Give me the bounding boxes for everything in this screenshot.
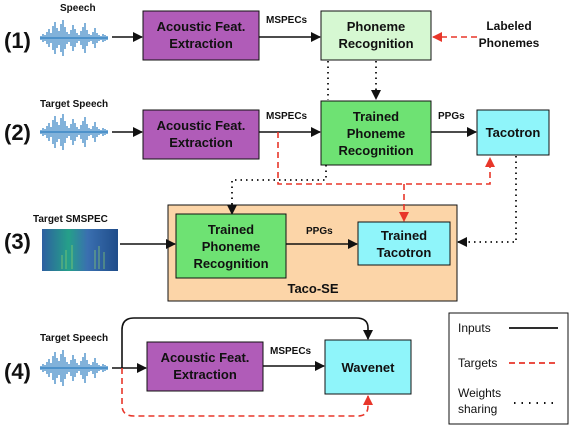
target-speech-label-row4: Target Speech bbox=[40, 333, 108, 344]
legend-weights-label-line2: sharing bbox=[458, 402, 497, 416]
acoustic-box-row1-line2: Extraction bbox=[169, 36, 233, 51]
trained-phoneme-row3-line1: Trained bbox=[208, 222, 254, 237]
row-label-1: (1) bbox=[4, 28, 31, 53]
trained-phoneme-recognition-box-row3 bbox=[175, 213, 287, 279]
trained-tacotron-line2: Tacotron bbox=[377, 245, 432, 260]
trained-phoneme-row2-line3: Recognition bbox=[338, 143, 413, 158]
acoustic-box-row1-line1: Acoustic Feat. bbox=[157, 19, 246, 34]
row-label-3: (3) bbox=[4, 229, 31, 254]
legend-weights-label-line1: Weights bbox=[458, 386, 501, 400]
wavenet-box bbox=[324, 339, 412, 395]
ppgs-label-row2: PPGs bbox=[438, 111, 465, 122]
labeled-phonemes-line1: Labeled bbox=[486, 19, 531, 33]
mspecs-label-row4: MSPECs bbox=[270, 346, 312, 357]
tacotron-label: Tacotron bbox=[486, 125, 541, 140]
weights-sharing-to-row3-tacotron bbox=[457, 156, 517, 247]
acoustic-box-row4-line2: Extraction bbox=[173, 367, 237, 382]
speech-label: Speech bbox=[60, 3, 96, 14]
trained-tacotron-line1: Trained bbox=[381, 228, 427, 243]
trained-phoneme-row3-line3: Recognition bbox=[193, 256, 268, 271]
acoustic-feature-extraction-box-row2 bbox=[142, 109, 260, 160]
mspecs-label-row2: MSPECs bbox=[266, 111, 308, 122]
legend-inputs-label: Inputs bbox=[458, 321, 491, 335]
acoustic-box-row4-line1: Acoustic Feat. bbox=[161, 350, 250, 365]
trained-phoneme-row2-line2: Phoneme bbox=[347, 126, 406, 141]
speech-waveform-row1 bbox=[40, 20, 108, 56]
row-label-4: (4) bbox=[4, 359, 31, 384]
tacotron-box bbox=[476, 109, 550, 156]
acoustic-feature-extraction-box-row4 bbox=[146, 341, 264, 392]
target-speech-label-row2: Target Speech bbox=[40, 99, 108, 110]
mspecs-label-row1: MSPECs bbox=[266, 15, 308, 26]
wavenet-label: Wavenet bbox=[342, 360, 396, 375]
labeled-phonemes-line2: Phonemes bbox=[479, 36, 540, 50]
speech-waveform-row4 bbox=[40, 350, 108, 386]
acoustic-box-row2-line2: Extraction bbox=[169, 135, 233, 150]
trained-tacotron-box bbox=[357, 221, 451, 266]
legend-targets-label: Targets bbox=[458, 356, 497, 370]
arrow-speech-bypass-to-wavenet bbox=[121, 317, 373, 368]
legend-box bbox=[448, 312, 569, 425]
speech-waveform-row2 bbox=[40, 114, 108, 150]
spectrogram-texture bbox=[61, 245, 105, 269]
trained-phoneme-recognition-box-row2 bbox=[320, 100, 432, 166]
acoustic-box-row2-line1: Acoustic Feat. bbox=[157, 118, 246, 133]
target-path-speech-to-wavenet bbox=[121, 368, 373, 417]
target-smspec-label: Target SMSPEC bbox=[33, 214, 108, 225]
trained-phoneme-row3-line2: Phoneme bbox=[202, 239, 261, 254]
taco-se-label: Taco-SE bbox=[287, 281, 338, 296]
weights-sharing-to-row3-phoneme bbox=[227, 165, 327, 215]
ppgs-label-row3: PPGs bbox=[306, 226, 333, 237]
row-label-2: (2) bbox=[4, 120, 31, 145]
phoneme-recognition-box bbox=[320, 10, 432, 61]
trained-phoneme-row2-line1: Trained bbox=[353, 109, 399, 124]
phoneme-recognition-line2: Recognition bbox=[338, 36, 413, 51]
target-path-mspecs-to-tacotron bbox=[277, 132, 495, 185]
acoustic-feature-extraction-box-row1 bbox=[142, 10, 260, 61]
phoneme-recognition-line1: Phoneme bbox=[347, 19, 406, 34]
spectrogram-image bbox=[42, 229, 118, 271]
